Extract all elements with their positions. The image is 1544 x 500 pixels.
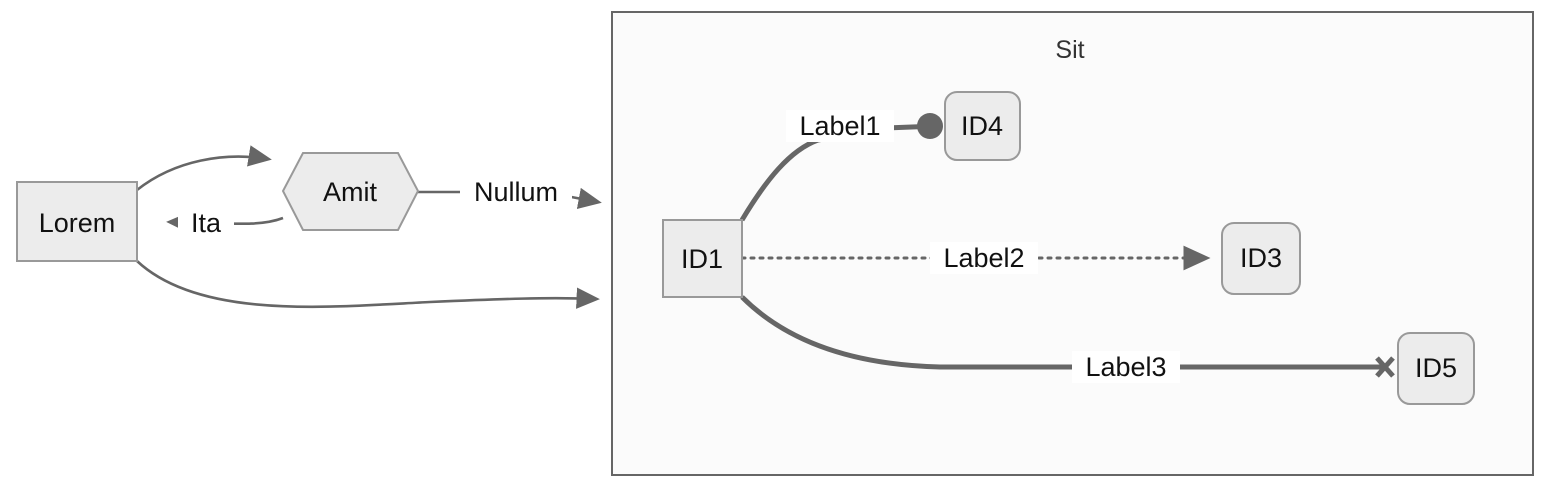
node-id1-label: ID1 xyxy=(681,244,723,274)
edge-id1-id3-label-bg xyxy=(930,242,1038,274)
edge-id1-id3-label: Label2 xyxy=(943,243,1024,273)
edge-id1-id5[interactable]: Label3 xyxy=(740,295,1395,383)
edge-lorem-cluster[interactable] xyxy=(136,260,600,309)
cluster-sit-box xyxy=(611,11,1534,476)
node-id3-label: ID3 xyxy=(1240,243,1282,273)
edge-id1-id4-label: Label1 xyxy=(799,111,880,141)
node-amit-label: Amit xyxy=(323,177,377,207)
node-id5[interactable]: ID5 xyxy=(1397,332,1475,405)
cluster-sit-title: Sit xyxy=(1055,36,1084,64)
node-id3-shape xyxy=(1221,222,1301,295)
node-lorem[interactable]: Lorem xyxy=(16,181,138,262)
edge-id1-id5-label: Label3 xyxy=(1085,352,1166,382)
edge-amit-cluster[interactable]: Nullum xyxy=(418,176,598,208)
node-id5-shape xyxy=(1397,332,1475,405)
edge-amit-cluster-label: Nullum xyxy=(474,177,558,207)
edge-amit-lorem[interactable]: Ita xyxy=(166,206,284,238)
edge-lorem-cluster-path xyxy=(136,260,600,309)
edge-amit-cluster-label-bg xyxy=(460,176,572,208)
node-amit[interactable]: Amit xyxy=(281,152,420,231)
edge-lorem-amit-path xyxy=(136,145,272,192)
edge-id1-id5-path xyxy=(740,295,1388,370)
node-lorem-label: Lorem xyxy=(39,208,116,238)
node-id4-shape xyxy=(944,91,1021,161)
edge-id1-id5-label-bg xyxy=(1072,351,1180,383)
node-id1-shape xyxy=(662,219,743,298)
edge-id1-id5-cross-marker xyxy=(1375,356,1395,378)
edge-id1-id4-label-bg xyxy=(786,110,894,142)
node-lorem-shape xyxy=(16,181,138,262)
node-id1[interactable]: ID1 xyxy=(662,219,743,298)
edge-amit-lorem-label-bg xyxy=(178,206,234,238)
node-id4[interactable]: ID4 xyxy=(944,91,1021,161)
edge-amit-lorem-label: Ita xyxy=(191,208,222,238)
node-amit-shape xyxy=(281,152,420,231)
edge-id1-id4[interactable]: Label1 xyxy=(739,110,943,222)
edge-id1-id3[interactable]: Label2 xyxy=(740,242,1211,274)
node-id3[interactable]: ID3 xyxy=(1221,222,1301,295)
cluster-sit[interactable]: Sit xyxy=(611,11,1534,476)
edge-id1-id4-circle-marker xyxy=(917,113,943,139)
node-id5-label: ID5 xyxy=(1415,353,1457,383)
edge-lorem-amit[interactable] xyxy=(136,145,272,192)
node-id4-label: ID4 xyxy=(961,111,1003,141)
